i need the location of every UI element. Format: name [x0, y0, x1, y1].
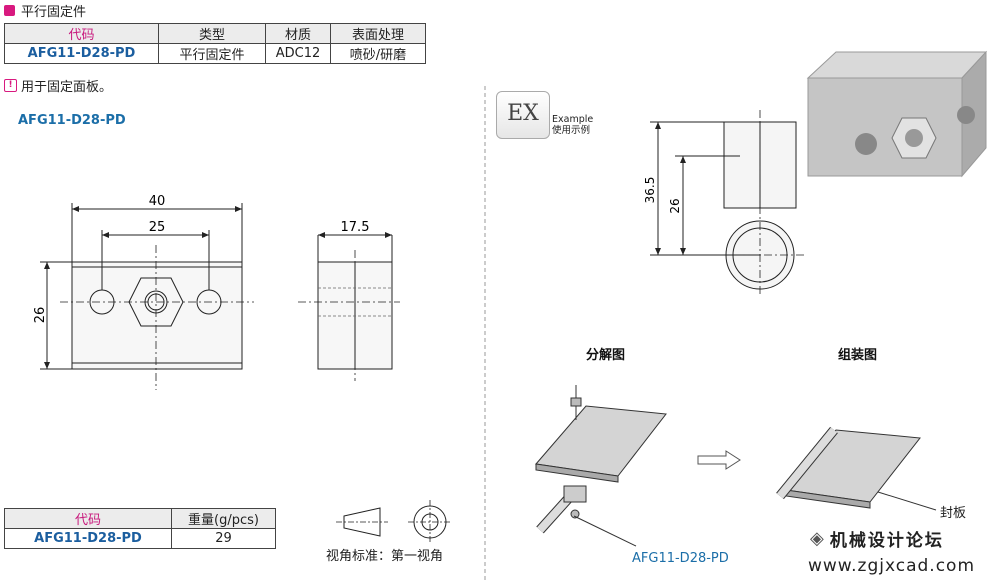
tube-mount-view: 36.5 26: [643, 110, 804, 296]
model-label: AFG11-D28-PD: [18, 113, 126, 128]
spec-header-type: 类型: [158, 23, 266, 44]
spec-header-surface: 表面处理: [330, 23, 426, 44]
table-row: AFG11-D28-PD 平行固定件 ADC12 喷砂/研磨: [4, 43, 426, 64]
section-divider: [484, 86, 486, 583]
usage-note: ! 用于固定面板。: [4, 76, 112, 95]
weight-header-weight: 重量(g/pcs): [171, 508, 276, 529]
part-leader-line: [573, 515, 637, 547]
weight-header-code: 代码: [4, 508, 172, 529]
arrow-right-icon: [697, 450, 741, 470]
dim-26-right: 26: [668, 198, 682, 213]
front-side-views: 40 25 26 17.5: [33, 194, 400, 390]
section-marker-icon: [4, 5, 15, 16]
watermark-logo: ◈ 机械设计论坛: [810, 526, 944, 551]
part-callout-label: AFG11-D28-PD: [632, 551, 729, 566]
example-line2: 使用示例: [552, 125, 591, 136]
weight-cell-code: AFG11-D28-PD: [4, 528, 172, 549]
section-title: 平行固定件: [4, 1, 86, 20]
table-row: AFG11-D28-PD 29: [4, 528, 276, 549]
diamond-logo-icon: ◈: [810, 528, 824, 549]
front-view-body: [71, 261, 243, 370]
usage-note-text: 用于固定面板。: [21, 80, 113, 95]
spec-cell-material: ADC12: [265, 43, 331, 64]
dim-40: 40: [149, 194, 166, 209]
watermark-url: www.zgjxcad.com: [808, 556, 976, 576]
dim-36-5: 36.5: [643, 177, 657, 204]
projection-label: 视角标准：第一视角: [326, 549, 444, 564]
exploded-view: [535, 385, 667, 534]
dim-26-left: 26: [33, 307, 48, 324]
first-angle-projection-icon: [336, 500, 452, 544]
weight-table: 代码 重量(g/pcs) AFG11-D28-PD 29: [4, 508, 276, 549]
spec-cell-surface: 喷砂/研磨: [330, 43, 426, 64]
dim-25: 25: [149, 220, 166, 235]
spec-header-code: 代码: [4, 23, 159, 44]
section-title-text: 平行固定件: [21, 5, 87, 20]
spec-table-header: 代码 类型 材质 表面处理: [4, 23, 426, 44]
warning-icon: !: [4, 79, 17, 92]
assembled-label: 组装图: [838, 348, 878, 363]
weight-table-header: 代码 重量(g/pcs): [4, 508, 276, 529]
weight-cell-weight: 29: [171, 528, 276, 549]
spec-header-material: 材质: [265, 23, 331, 44]
spec-table: 代码 类型 材质 表面处理 AFG11-D28-PD 平行固定件 ADC12 喷…: [4, 23, 426, 64]
dim-17-5: 17.5: [341, 220, 370, 235]
assembled-view: [776, 426, 937, 511]
spec-cell-type: 平行固定件: [158, 43, 266, 64]
example-line1: Example: [552, 114, 594, 125]
seal-label: 封板: [940, 506, 967, 521]
watermark-logo-text: 机械设计论坛: [829, 531, 944, 551]
product-photo: [806, 50, 988, 178]
spec-cell-code: AFG11-D28-PD: [4, 43, 159, 64]
example-badge: EX: [496, 91, 550, 139]
example-caption: Example 使用示例: [552, 114, 593, 136]
exploded-label: 分解图: [586, 348, 626, 363]
